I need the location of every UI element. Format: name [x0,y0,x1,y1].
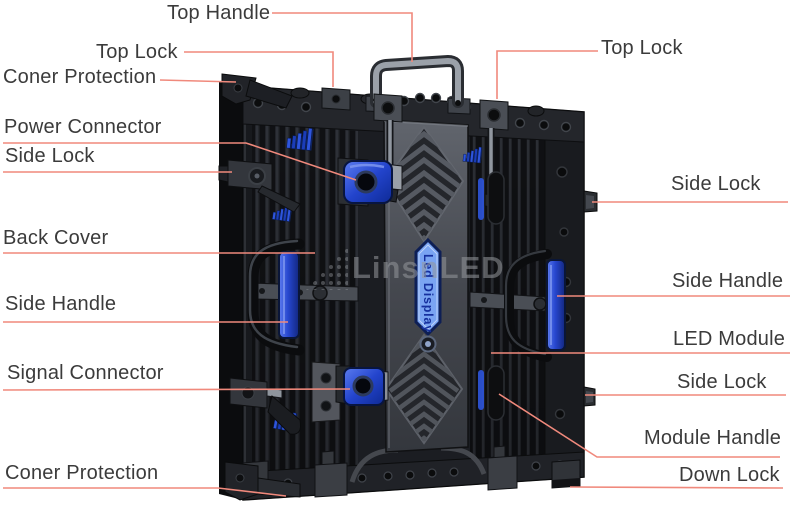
signal-connector-graphic [335,365,389,406]
label-signal-connector: Signal Connector [7,362,164,384]
module-handle-graphic [478,365,505,421]
label-down-lock: Down Lock [679,464,780,486]
label-top-lock-right: Top Lock [601,37,683,59]
leader-power-connector [3,142,357,181]
watermark: LinsnLED [306,246,505,290]
control-box: Led Display [383,119,469,453]
side-lock-left-lower-graphic [229,377,301,435]
power-connector-graphic [337,157,403,207]
side-handle-left-graphic [247,238,305,356]
leader-signal-connector [2,388,351,391]
emblem-dot-core [425,341,431,347]
leader-corner-protection-top [159,79,237,83]
leader-module-handle [498,393,780,458]
watermark-text: LinsnLED [352,250,505,285]
label-module-handle: Module Handle [644,427,782,449]
badge-text: Led Display [421,254,435,333]
label-side-lock-left: Side Lock [5,145,95,167]
down-lock-graphic [551,459,581,489]
label-power-connector: Power Connector [4,116,162,138]
label-side-lock-right-top: Side Lock [671,173,761,195]
side-lock-right-top-graphic [583,190,598,213]
leader-top-handle [272,12,413,62]
label-corner-protection-bottom: Coner Protection [5,462,159,484]
leader-top-lock-left [184,51,334,87]
label-side-lock-right-bottom: Side Lock [677,371,767,393]
label-led-module: LED Module [673,328,786,350]
side-lock-right-bottom-graphic [583,386,596,407]
leader-top-lock-right [496,50,598,99]
leader-corner-protection-bottom [3,487,287,497]
watermark-dots [306,246,348,290]
label-top-handle: Top Handle [167,2,271,24]
brand-badge: Led Display [414,237,442,337]
label-corner-protection-top: Coner Protection [3,66,157,88]
label-back-cover: Back Cover [3,227,109,249]
side-lock-left-graphic [218,159,301,213]
module-handle-top-graphic [478,171,505,225]
label-side-handle-left: Side Handle [5,293,117,315]
leader-down-lock [569,486,784,489]
label-side-handle-right: Side Handle [672,270,784,292]
side-handle-right-graphic [504,249,566,362]
label-top-lock-left: Top Lock [96,41,178,63]
leader-lines [2,12,790,497]
